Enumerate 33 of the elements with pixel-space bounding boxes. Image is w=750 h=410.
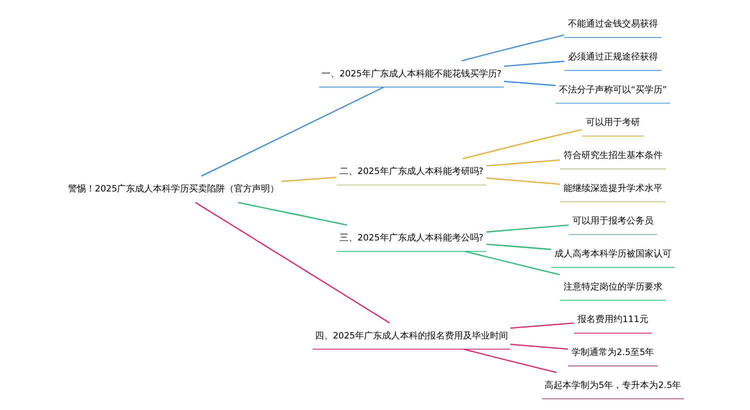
node-text: 学制通常为2.5至5年	[572, 348, 654, 358]
connector	[486, 159, 560, 166]
connector	[486, 224, 569, 233]
node-text: 符合研究生招生基本条件	[563, 151, 662, 161]
node-text: 可以用于考研	[586, 118, 640, 128]
node-text: 四、2025年广东成人本科的报名费用及毕业时间	[314, 331, 508, 342]
connector	[238, 202, 348, 226]
node-text: 必须通过正规途径获得	[568, 52, 658, 62]
node-text: 注意特定岗位的学历要求	[563, 282, 662, 292]
node-text: 可以用于报考公务员	[572, 216, 654, 227]
node-text: 报名费用约111元	[578, 315, 648, 326]
connector	[504, 80, 556, 86]
node-text: 二、2025年广东成人本科能考研吗?	[340, 167, 484, 178]
connector	[504, 60, 564, 67]
connector	[463, 348, 557, 374]
connector	[195, 202, 390, 324]
node-text: 三、2025年广东成人本科能考公吗?	[340, 233, 484, 244]
connector	[281, 176, 336, 182]
connector	[462, 129, 582, 160]
node-text: 能继续深造提升学术水平	[563, 184, 662, 194]
node-text: 高起本学制为5年，专升本为2.5年	[544, 380, 682, 391]
node-text: 警惕！2025广东成人本科学历买卖陷阱（官方声明）	[68, 184, 280, 195]
connector	[201, 86, 384, 177]
node-text: 一、2025年广东成人本科能不能花钱买学历?	[322, 69, 502, 80]
node-text: 成人高考本科学历被国家认可	[554, 250, 672, 260]
connector	[464, 250, 560, 276]
connector	[462, 34, 564, 62]
node-text: 不能通过金钱交易获得	[568, 20, 658, 30]
node-text: 不法分子声称可以“买学历”	[558, 85, 667, 96]
connector	[486, 244, 552, 250]
connector	[510, 344, 568, 350]
connector	[486, 177, 560, 185]
connector	[510, 322, 574, 329]
